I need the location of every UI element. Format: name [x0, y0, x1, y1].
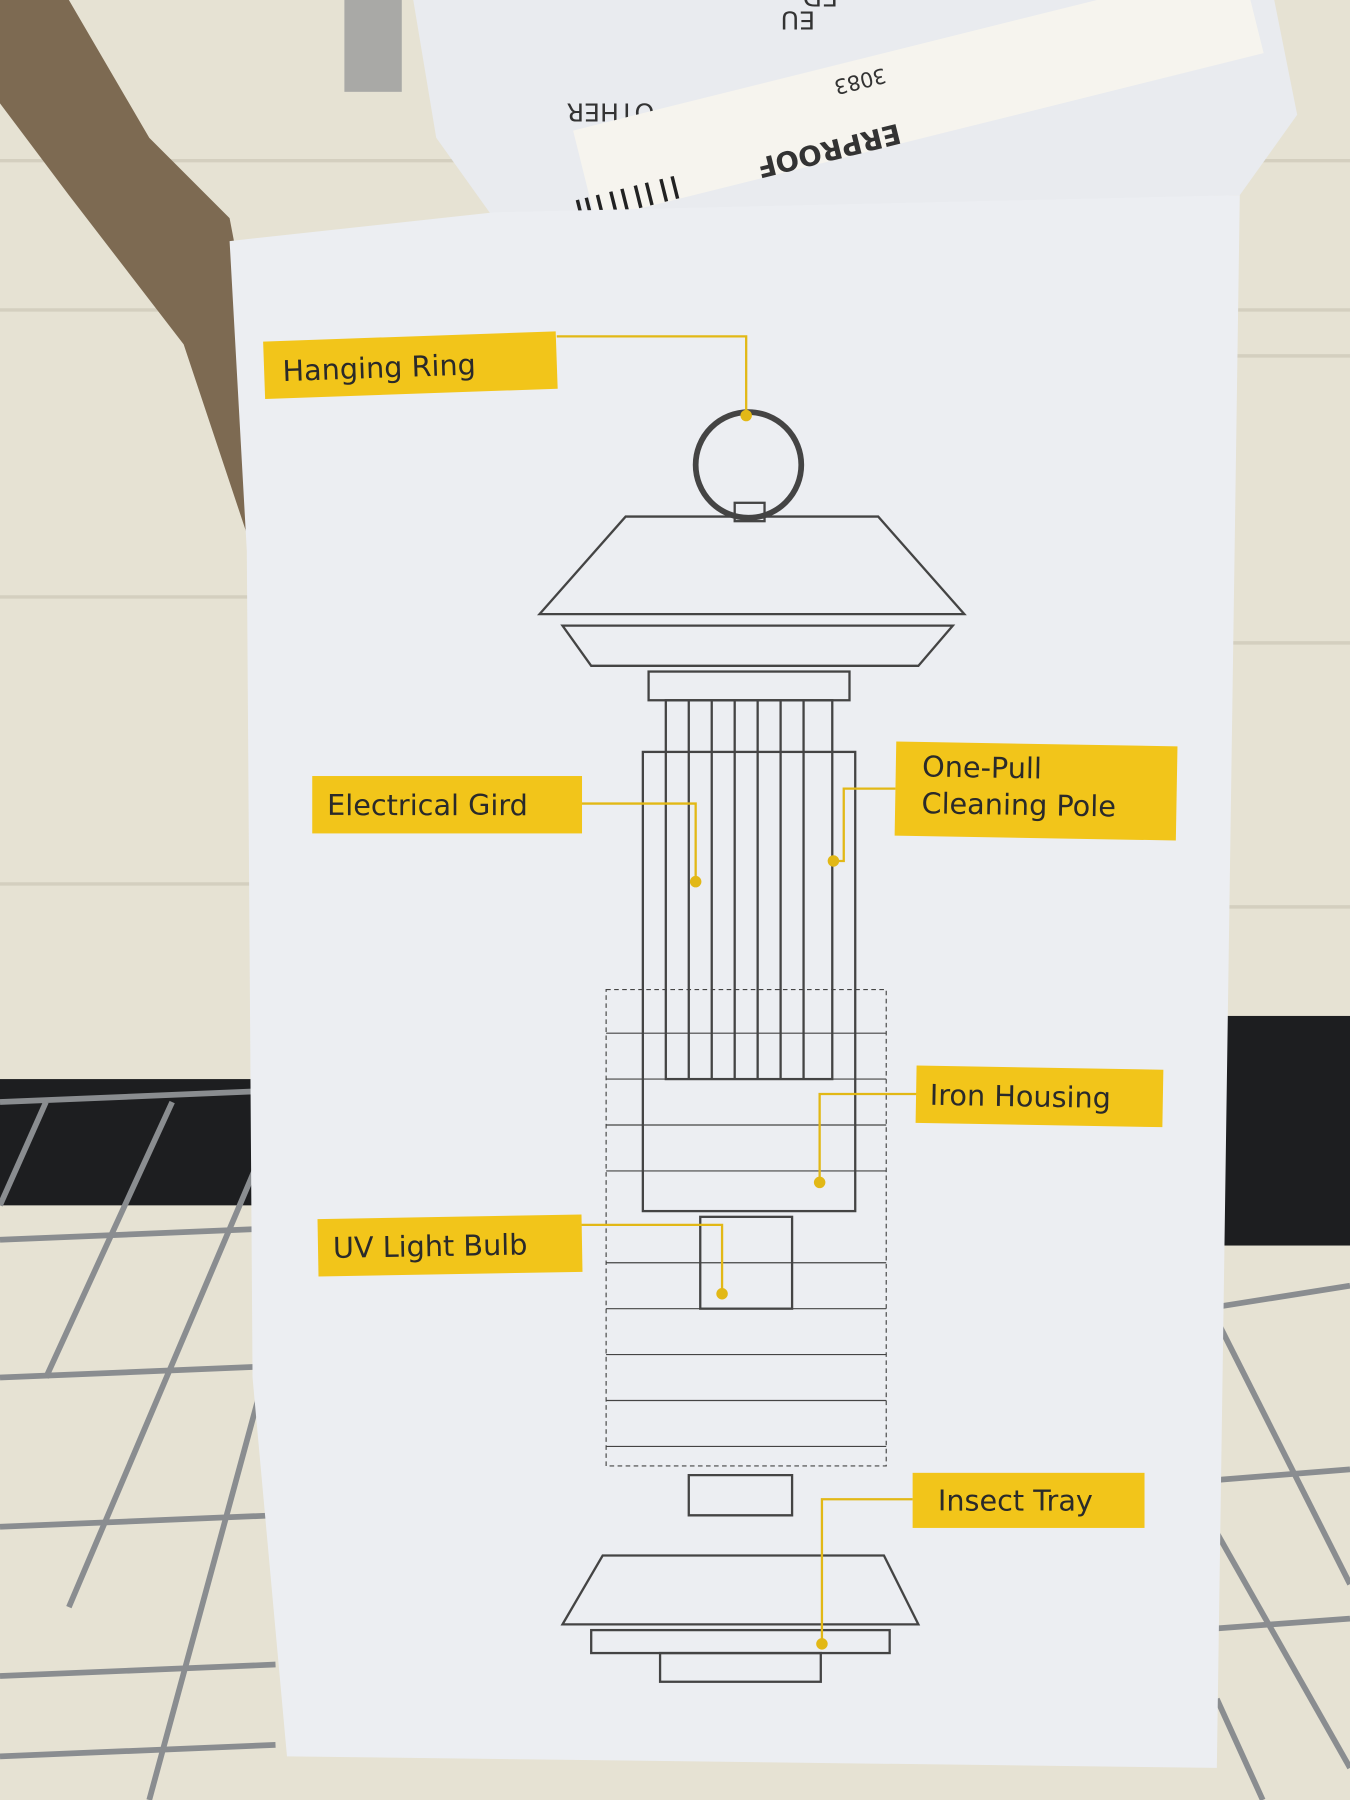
wall-hook — [344, 0, 402, 92]
label-hanging-ring: Hanging Ring — [263, 331, 558, 399]
roof — [536, 515, 967, 616]
torn-cardboard — [0, 0, 276, 552]
svg-text:UV Light Bulb: UV Light Bulb — [333, 1227, 528, 1264]
svg-text:Electrical Gird: Electrical Gird — [327, 788, 528, 822]
svg-text:Cleaning Pole: Cleaning Pole — [921, 786, 1116, 823]
svg-text:Insect Tray: Insect Tray — [938, 1484, 1093, 1518]
svg-text:One-Pull: One-Pull — [922, 749, 1042, 785]
barcode-sticker — [573, 0, 1264, 220]
svg-text:Hanging Ring: Hanging Ring — [282, 347, 476, 388]
flap-eu-text: EU — [781, 5, 815, 34]
svg-text:Iron Housing: Iron Housing — [930, 1078, 1112, 1115]
iron-housing-drawing — [605, 988, 887, 1467]
callout-dots — [689, 409, 840, 1650]
housing-slats — [606, 1032, 887, 1448]
label-iron-housing: Iron Housing — [915, 1065, 1164, 1128]
insect-tray-drawing — [560, 1554, 921, 1626]
label-cleaning-pole: One-Pull Cleaning Pole — [894, 741, 1178, 841]
label-insect-tray: Insect Tray — [912, 1472, 1145, 1528]
label-uv-light-bulb: UV Light Bulb — [317, 1214, 583, 1277]
label-electrical-grid: Electrical Gird — [312, 776, 583, 834]
flap-ed-text: ED — [803, 0, 838, 12]
